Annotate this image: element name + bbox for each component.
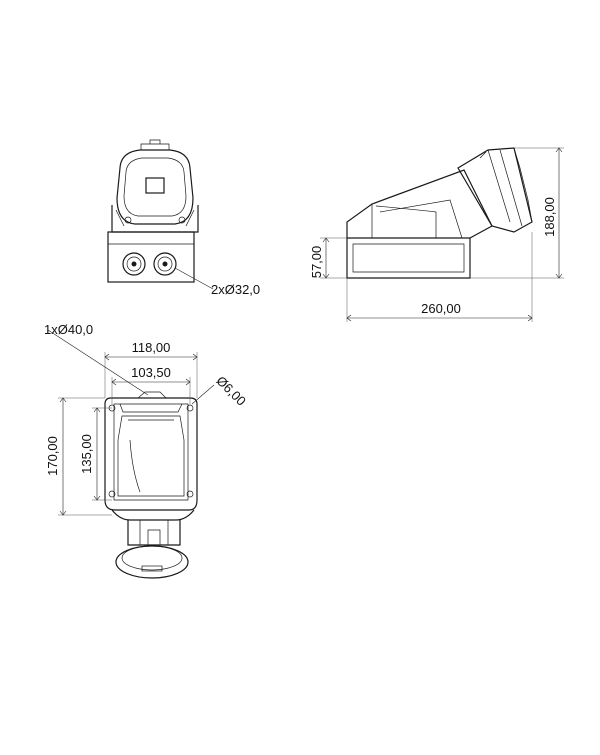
inner-width-label: 103,50 bbox=[131, 365, 171, 380]
hole-diameter-label: Ø6,00 bbox=[213, 373, 249, 409]
outer-width-label: 118,00 bbox=[132, 340, 171, 355]
bottom-view bbox=[47, 329, 215, 579]
total-height-label: 188,00 bbox=[542, 197, 557, 237]
cable-entry-label: 1xØ40,0 bbox=[44, 322, 93, 337]
inner-height-label: 135,00 bbox=[79, 434, 94, 474]
gland-label: 2xØ32,0 bbox=[211, 282, 260, 297]
side-view bbox=[320, 147, 564, 322]
front-view bbox=[107, 139, 214, 290]
total-length-label: 260,00 bbox=[421, 301, 461, 316]
base-height-label: 57,00 bbox=[309, 246, 324, 279]
outer-height-label: 170,00 bbox=[45, 436, 60, 476]
